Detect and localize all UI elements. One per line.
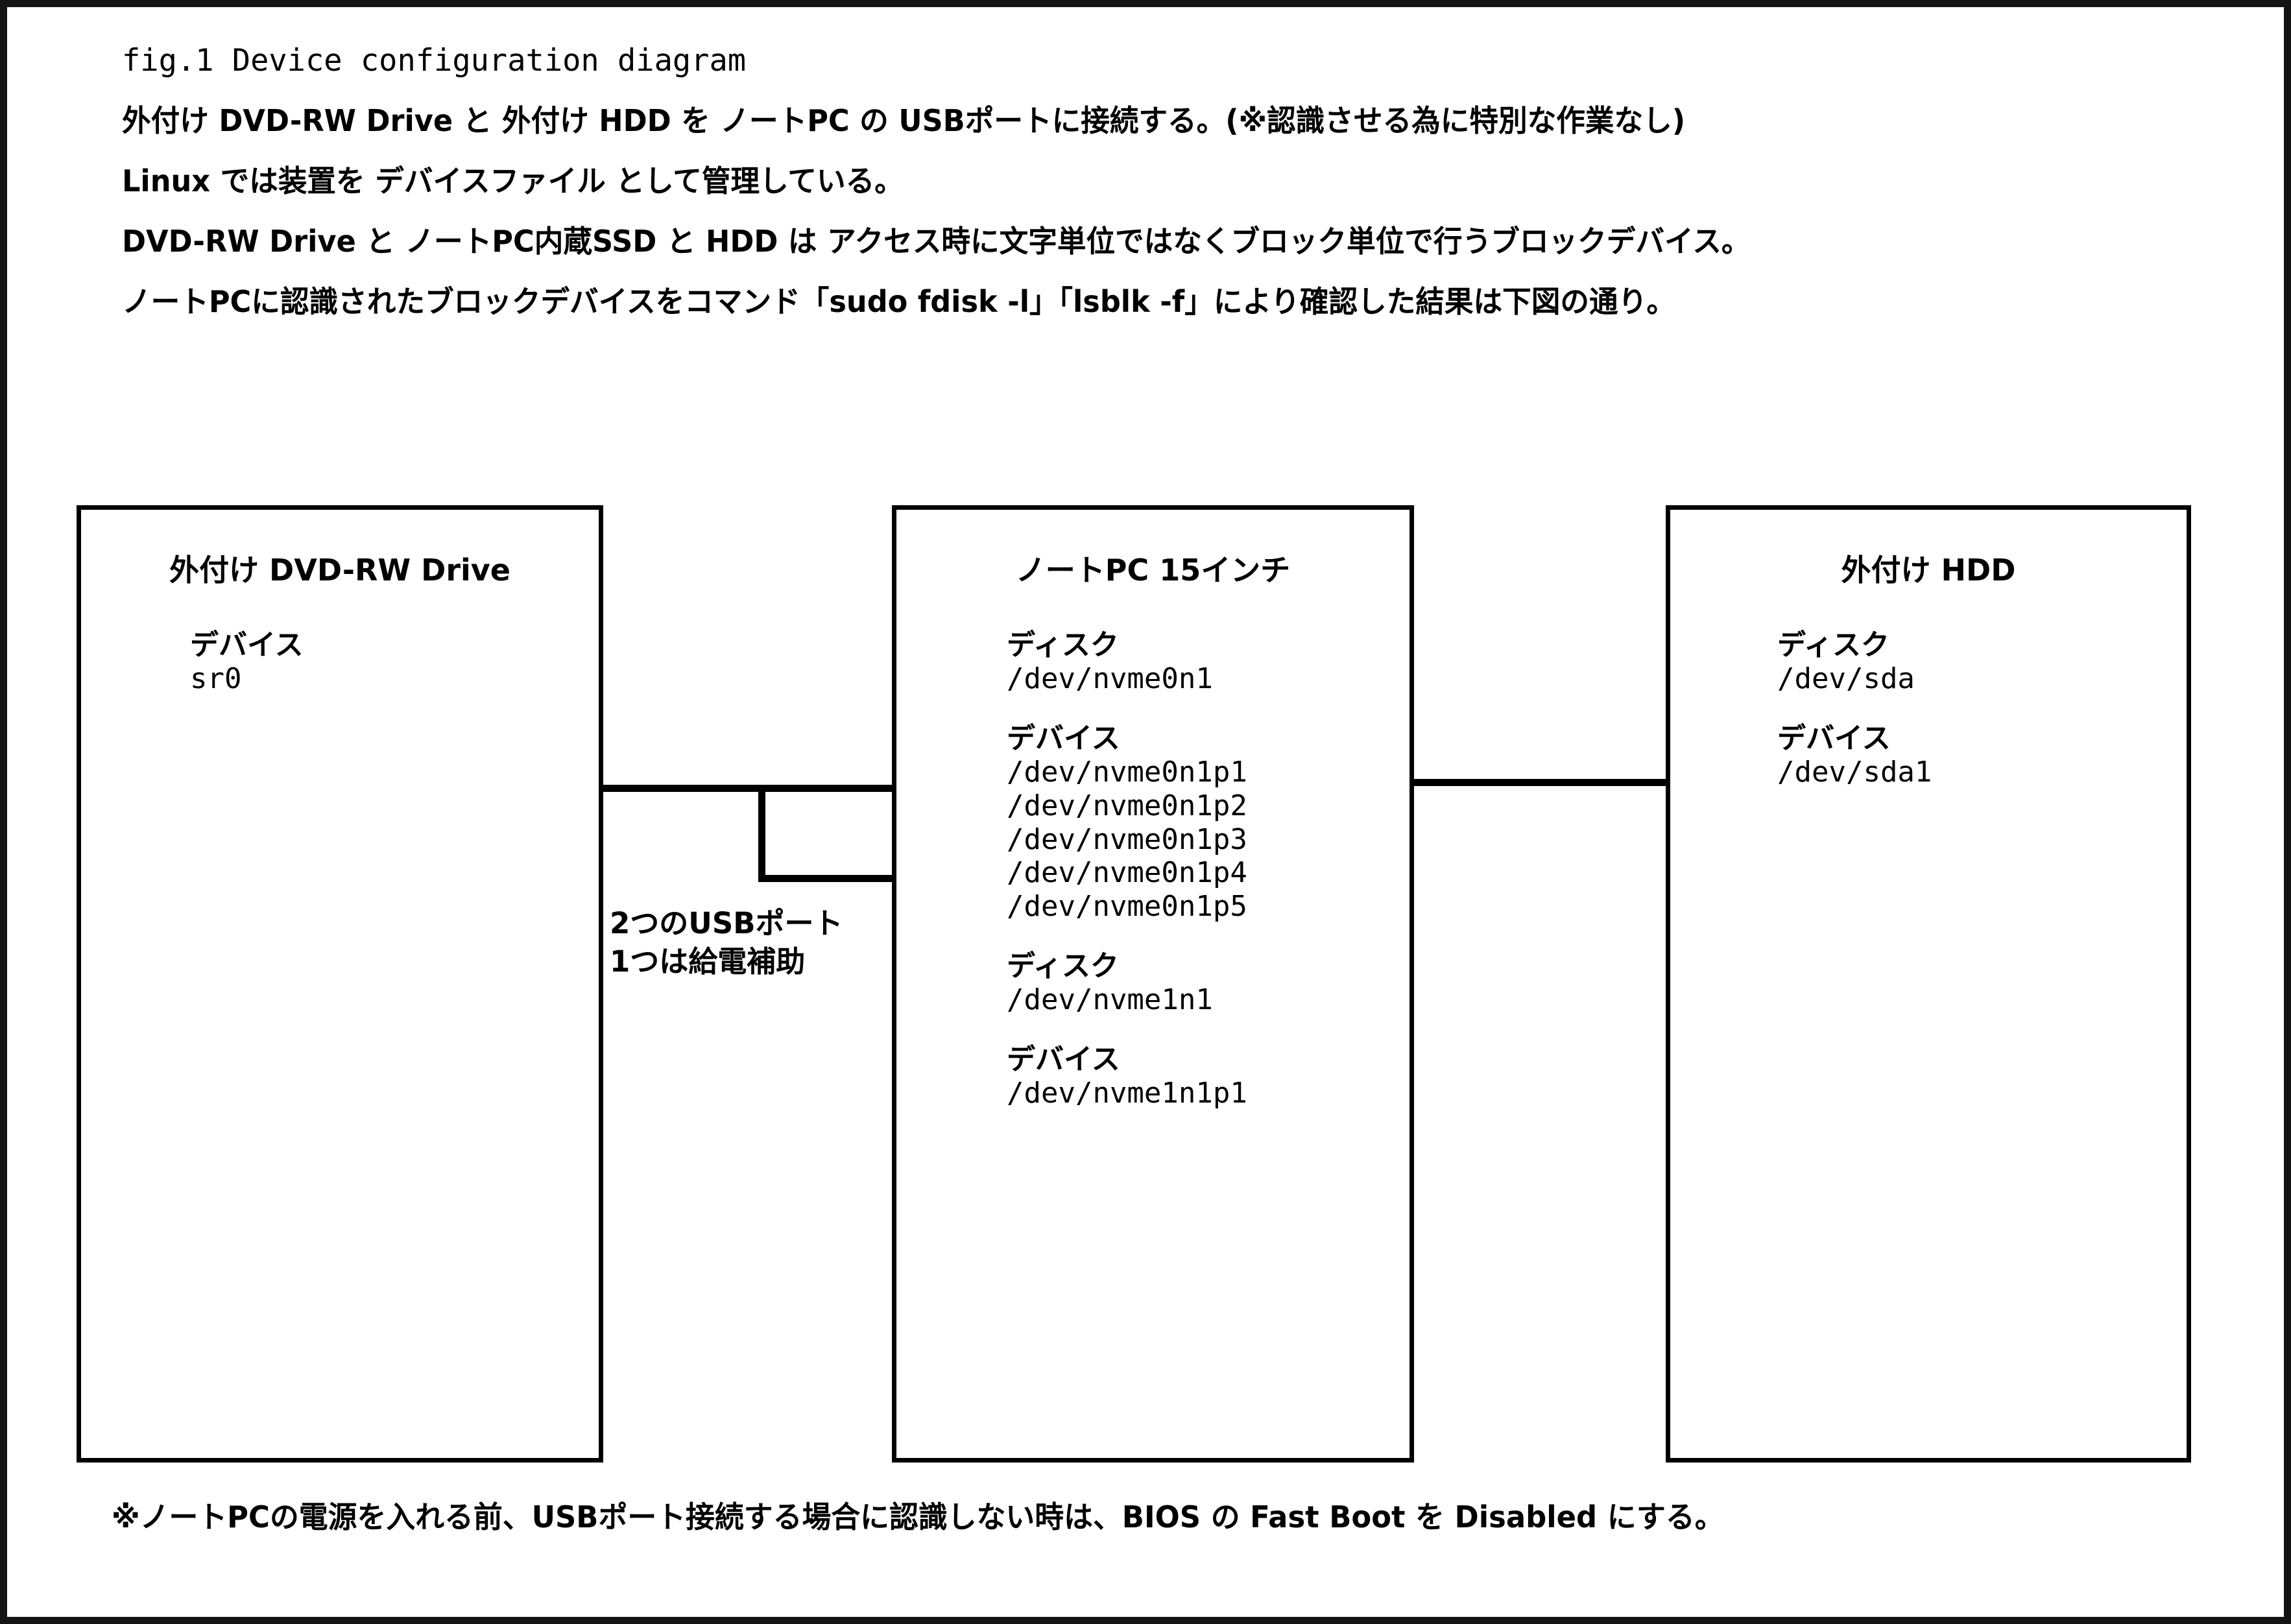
group-label: ディスク [1007,628,1119,662]
device-group: デバイス /dev/nvme1n1p1 [1007,1043,1247,1110]
box-title-laptop-pc: ノートPC 15インチ [1015,553,1291,588]
device-box-dvd-rw-drive: 外付け DVD-RW Drive デバイス sr0 [77,505,603,1463]
connector-line-pc-to-hdd-horizontal [1410,779,1670,786]
box-title-dvd-rw-drive: 外付け DVD-RW Drive [169,553,510,588]
group-value: /dev/sda1 [1777,755,1932,789]
group-label: デバイス [1777,721,1891,755]
intro-line-3: DVD-RW Drive と ノートPC内蔵SSD と HDD は アクセス時に… [122,224,1751,259]
intro-line-4: ノートPCに認識されたブロックデバイスをコマンド「sudo fdisk -l」「… [122,284,1675,319]
disk-group: ディスク /dev/sda [1777,628,1932,696]
group-label: ディスク [1777,628,1889,662]
group-label: デバイス [1007,1043,1120,1077]
group-label: デバイス [1007,721,1120,755]
group-value: sr0 [190,662,242,695]
intro-text-block: fig.1 Device configuration diagram 外付け D… [122,45,2256,316]
usb-port-note: 2つのUSBポート 1つは給電補助 [610,905,843,981]
connector-line-dvd-to-pc-vertical [758,785,765,882]
box-title-external-hdd: 外付け HDD [1841,553,2016,588]
group-value: /dev/nvme0n1p1 /dev/nvme0n1p2 /dev/nvme0… [1007,755,1247,924]
device-group: デバイス /dev/sda1 [1777,722,1932,789]
device-group: デバイス /dev/nvme0n1p1 /dev/nvme0n1p2 /dev/… [1007,722,1247,924]
connector-line-dvd-to-pc-horizontal [600,785,895,792]
disk-group: ディスク /dev/nvme1n1 [1007,949,1247,1017]
intro-line-2: Linux では装置を デバイスファイル として管理している。 [122,163,904,198]
box-body-external-hdd: ディスク /dev/sda デバイス /dev/sda1 [1777,628,1932,789]
disk-group: ディスク /dev/nvme0n1 [1007,628,1247,696]
device-box-external-hdd: 外付け HDD ディスク /dev/sda デバイス /dev/sda1 [1666,505,2191,1463]
group-label: ディスク [1007,949,1119,983]
usb-note-line-2: 1つは給電補助 [610,944,806,979]
device-box-laptop-pc: ノートPC 15インチ ディスク /dev/nvme0n1 デバイス /dev/… [892,505,1414,1463]
group-label: デバイス [190,628,304,662]
group-value: /dev/nvme0n1 [1007,662,1213,695]
box-body-laptop-pc: ディスク /dev/nvme0n1 デバイス /dev/nvme0n1p1 /d… [1007,628,1247,1110]
intro-line-1: 外付け DVD-RW Drive と 外付け HDD を ノートPC の USB… [122,103,1686,138]
group-value: /dev/nvme1n1 [1007,983,1213,1017]
connector-line-dvd-to-pc-horizontal-lower [758,875,896,882]
box-body-dvd-rw-drive: デバイス sr0 [190,628,304,696]
usb-note-line-1: 2つのUSBポート [610,906,843,940]
group-value: /dev/sda [1777,662,1915,695]
figure-title: fig.1 Device configuration diagram [122,43,747,78]
group-value: /dev/nvme1n1p1 [1007,1076,1247,1110]
footer-note: ※ノートPCの電源を入れる前、USBポート接続する場合に認識しない時は、BIOS… [112,1499,1724,1534]
device-group: デバイス sr0 [190,628,304,696]
